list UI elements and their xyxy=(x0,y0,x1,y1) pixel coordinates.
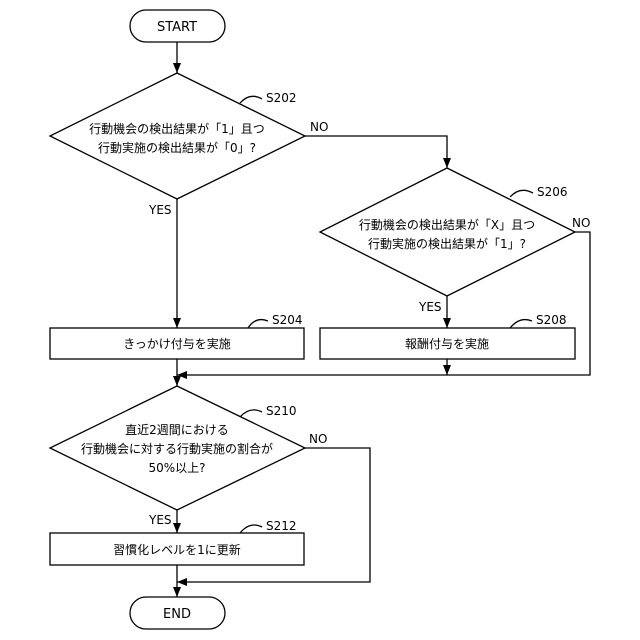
arrowhead-into-s206 xyxy=(443,158,451,168)
s206-yes-label: YES xyxy=(418,300,442,314)
s208-leader xyxy=(510,320,532,328)
s202-leader xyxy=(240,96,262,103)
s204-leader xyxy=(248,320,268,328)
end-label: END xyxy=(163,607,191,622)
s206-no-label: NO xyxy=(572,216,590,230)
s210-yes-label: YES xyxy=(148,513,172,527)
process-s208-label: 報酬付与を実施 xyxy=(405,336,489,351)
arrowhead-into-s208 xyxy=(443,318,451,328)
step-code-s208: S208 xyxy=(536,313,567,327)
step-code-s210: S210 xyxy=(266,404,297,418)
decision-s202-line2: 行動実施の検出結果が「0」? xyxy=(98,140,256,155)
s210-no-label: NO xyxy=(309,432,327,446)
step-code-s202: S202 xyxy=(266,91,297,105)
decision-s210-line1: 直近2週間における xyxy=(125,423,229,437)
s210-leader xyxy=(240,410,262,417)
process-s204-label: きっかけ付与を実施 xyxy=(123,336,231,351)
arrowhead-s208-merge xyxy=(443,365,451,375)
step-code-s212: S212 xyxy=(266,519,297,533)
step-code-s206: S206 xyxy=(537,185,568,199)
decision-s206-line2: 行動実施の検出結果が「1」? xyxy=(368,236,526,251)
start-terminal: START xyxy=(130,10,225,42)
s202-yes-label: YES xyxy=(148,203,172,217)
arrowhead-into-s202 xyxy=(173,63,181,73)
decision-s210-line2: 行動機会に対する行動実施の割合が xyxy=(81,441,273,456)
end-terminal: END xyxy=(130,597,225,629)
decision-s206-line1: 行動機会の検出結果が「X」且つ xyxy=(359,217,535,232)
decision-s210: 直近2週間における 行動機会に対する行動実施の割合が 50%以上? S210 xyxy=(50,386,305,510)
decision-s202-line1: 行動機会の検出結果が「1」且つ xyxy=(89,121,265,136)
s202-no-label: NO xyxy=(310,120,328,134)
start-label: START xyxy=(157,20,197,35)
step-code-s204: S204 xyxy=(272,313,303,327)
decision-s210-line3: 50%以上? xyxy=(148,461,205,475)
decision-s202: 行動機会の検出結果が「1」且つ 行動実施の検出結果が「0」? S202 xyxy=(50,73,305,199)
s212-leader xyxy=(240,525,262,533)
arrowhead-into-end xyxy=(173,587,181,597)
s206-leader xyxy=(510,190,533,197)
process-s212-label: 習慣化レベルを1に更新 xyxy=(113,542,241,557)
arrowhead-no-merge-left xyxy=(177,578,187,586)
arrowhead-into-s212 xyxy=(173,523,181,533)
arrowhead-into-s204 xyxy=(173,318,181,328)
decision-s206: 行動機会の検出結果が「X」且つ 行動実施の検出結果が「1」? S206 xyxy=(320,168,575,296)
arrowhead-into-s210 xyxy=(173,376,181,386)
connector-s202-no-to-s206 xyxy=(305,136,447,168)
